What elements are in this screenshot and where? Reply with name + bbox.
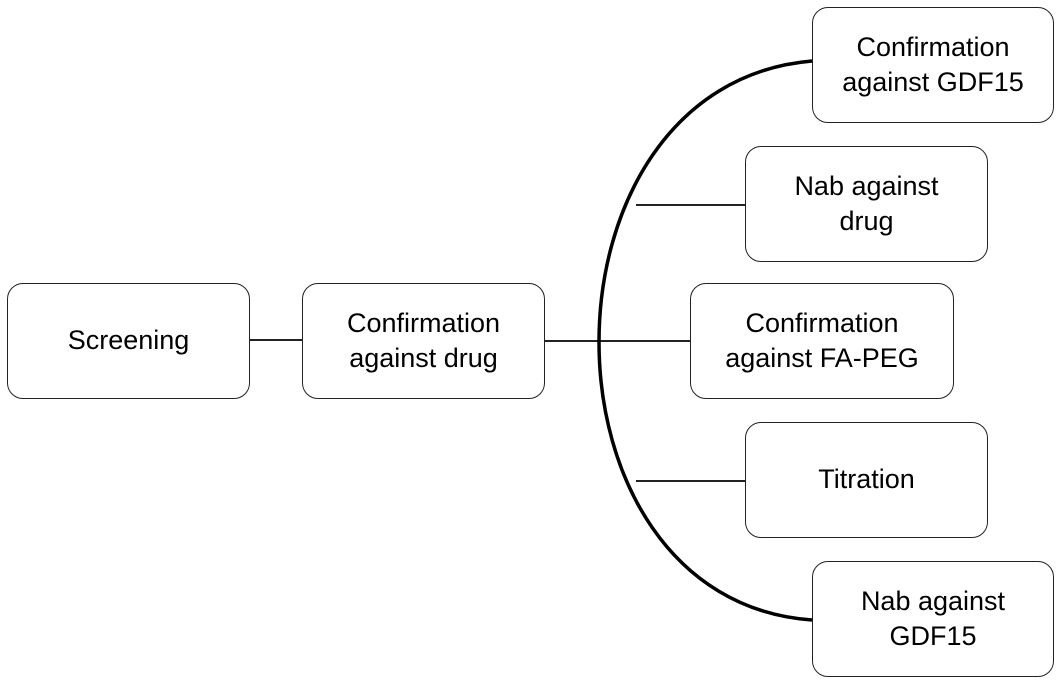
node-screening-line-1: Screening [67, 325, 190, 356]
node-titration-line-1: Titration [818, 464, 915, 495]
node-confirmation-against-drug: Confirmation against drug [302, 283, 545, 399]
node-confirmation-against-drug-line-2: against drug [349, 343, 498, 373]
node-confirmation-against-gdf15-line-2: against GDF15 [842, 67, 1024, 97]
node-confirmation-against-gdf15: Confirmation against GDF15 [812, 7, 1054, 123]
node-nab-against-gdf15: Nab against GDF15 [812, 561, 1054, 677]
node-confirmation-against-gdf15-line-1: Confirmation [856, 31, 1010, 62]
node-nab-against-drug-line-1: Nab against [794, 170, 939, 201]
node-confirmation-against-fa-peg-line-2: against FA-PEG [725, 343, 919, 373]
node-confirmation-against-fa-peg-line-1: Confirmation [745, 307, 899, 338]
node-screening: Screening [7, 283, 250, 399]
node-confirmation-against-drug-line-1: Confirmation [346, 307, 501, 338]
bracket-curve [597, 59, 813, 622]
node-nab-against-drug: Nab against drug [745, 146, 988, 262]
node-titration: Titration [745, 422, 988, 538]
node-confirmation-against-fa-peg: Confirmation against FA-PEG [690, 283, 954, 399]
node-nab-against-gdf15-line-1: Nab against [860, 585, 1006, 616]
node-nab-against-drug-line-2: drug [839, 206, 894, 236]
node-nab-against-gdf15-line-2: GDF15 [889, 621, 977, 651]
